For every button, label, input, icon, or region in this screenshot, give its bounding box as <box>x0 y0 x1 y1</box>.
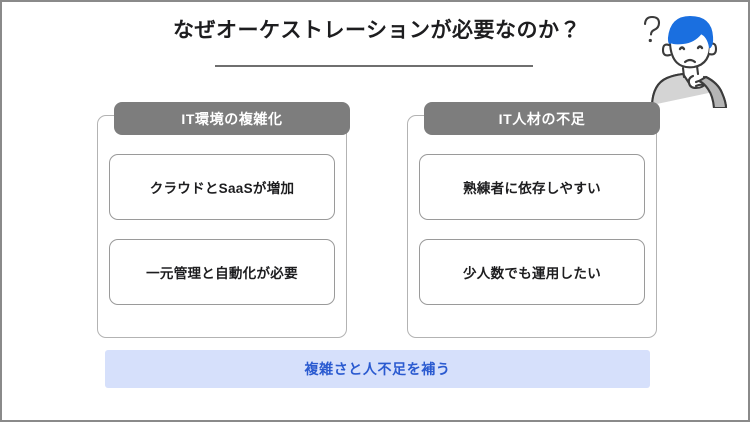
title-underline-divider <box>215 65 533 67</box>
title-block: なぜオーケストレーションが必要なのか？ <box>2 18 748 43</box>
column-it-complexity: IT環境の複雑化 クラウドとSaaSが増加 一元管理と自動化が必要 <box>97 102 350 338</box>
conclusion-banner: 複雑さと人不足を補う <box>105 350 650 388</box>
finger-line-2 <box>694 83 706 88</box>
eye-right <box>696 45 704 50</box>
card-operate-with-few-people[interactable]: 少人数でも運用したい <box>419 239 645 305</box>
column-header-it-talent-shortage: IT人材の不足 <box>424 102 660 135</box>
sleeve-shape <box>697 75 728 108</box>
mouth-frown <box>683 58 697 64</box>
thinking-person-svg <box>643 15 728 108</box>
neck-right-line <box>695 64 700 76</box>
eye-left <box>678 46 686 51</box>
column-frame-it-talent-shortage: 熟練者に依存しやすい 少人数でも運用したい <box>407 115 657 338</box>
column-it-talent-shortage: IT人材の不足 熟練者に依存しやすい 少人数でも運用したい <box>407 102 660 338</box>
hair-shape <box>667 15 714 49</box>
question-mark-dot-icon <box>648 38 652 43</box>
conclusion-banner-label: 複雑さと人不足を補う <box>304 361 451 377</box>
card-cloud-saas-increase[interactable]: クラウドとSaaSが増加 <box>109 154 335 220</box>
column-header-it-complexity: IT環境の複雑化 <box>114 102 350 135</box>
ear-left <box>661 43 672 57</box>
page-title: なぜオーケストレーションが必要なのか？ <box>172 19 582 42</box>
thinking-person-illustration <box>630 4 742 108</box>
card-central-management-automation[interactable]: 一元管理と自動化が必要 <box>109 239 335 305</box>
question-mark-icon <box>643 15 661 36</box>
neck-left-line <box>681 66 686 79</box>
columns-container: IT環境の複雑化 クラウドとSaaSが増加 一元管理と自動化が必要 IT人材の不… <box>97 102 660 338</box>
card-dependence-on-experts[interactable]: 熟練者に依存しやすい <box>419 154 645 220</box>
column-frame-it-complexity: クラウドとSaaSが増加 一元管理と自動化が必要 <box>97 115 347 338</box>
